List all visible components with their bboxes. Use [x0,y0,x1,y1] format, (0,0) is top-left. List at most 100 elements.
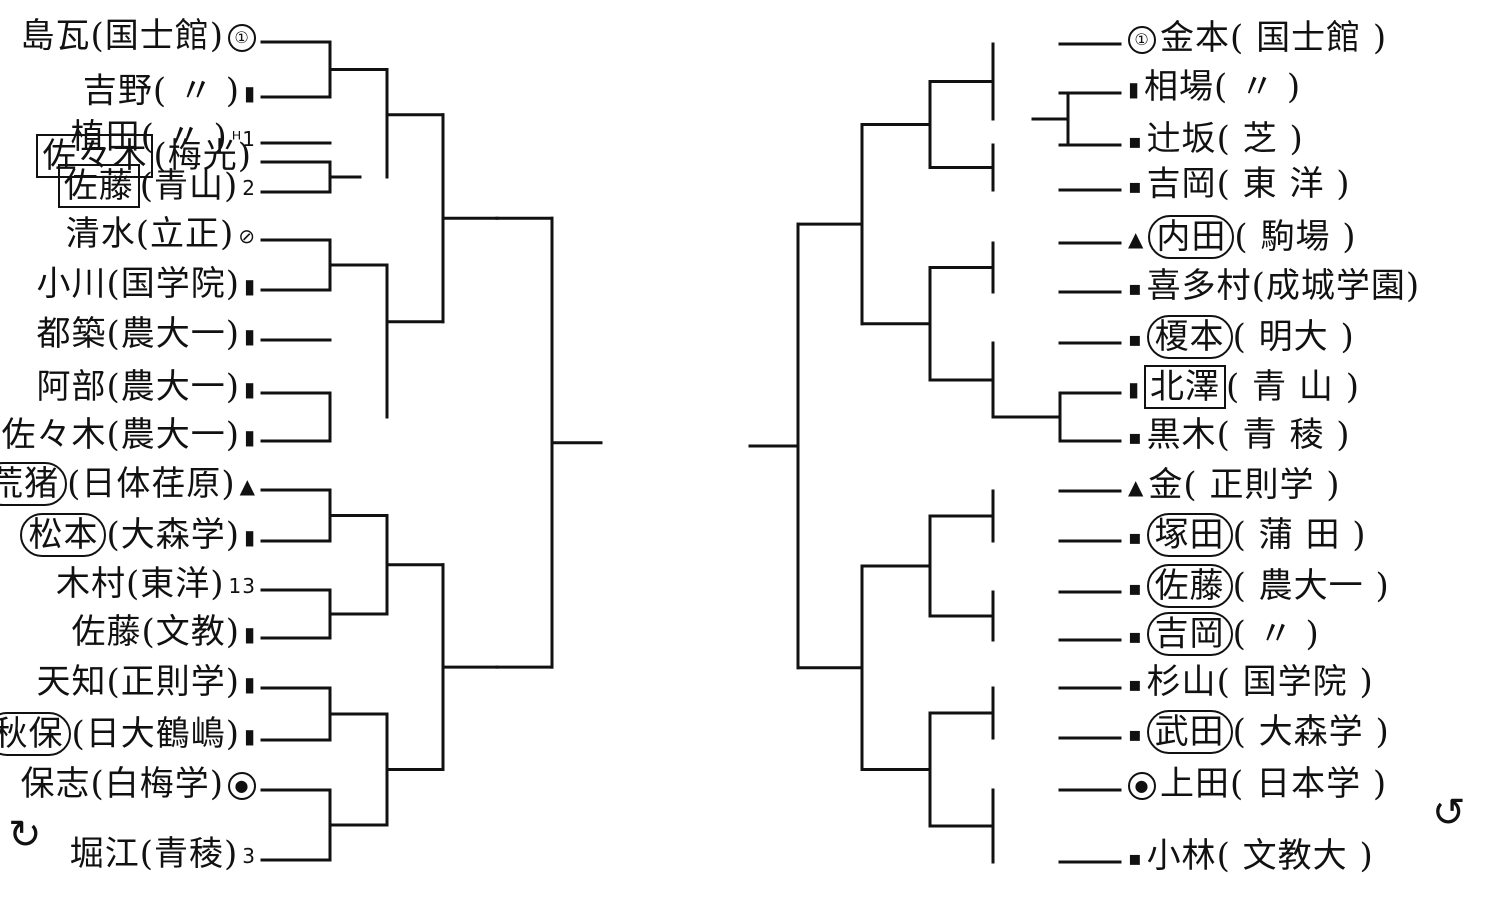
seed-mark: ▮ [243,525,256,549]
competitor-name: 金 [1148,465,1184,505]
competitor-name: 松本 [20,513,107,557]
competitor-name: 都築 [36,314,107,354]
seed-mark: ▮ [243,622,256,646]
competitor-name: 佐藤 [57,164,140,208]
competitor-name: 黒木 [1146,415,1217,455]
right-bracket-entry: ▪榎本( 明大 ) [1124,315,1355,359]
right-bracket-entry: ▪吉岡( 〃 ) [1124,612,1320,656]
seed-mark: ▪ [1128,525,1143,549]
seed-mark: ▮ [243,377,256,401]
seed-mark: ▮ [243,274,256,298]
competitor-name: 上田 [1160,764,1230,804]
competitor-school: ( 正則学 ) [1183,465,1341,505]
seed-mark: ▲ [239,474,256,498]
seed-mark: ▲ [1128,227,1145,251]
seed-mark: ▮ [243,81,256,105]
seed-mark: ▮ [1128,377,1141,401]
seed-mark: ▪ [1128,129,1143,153]
seed-mark: ▪ [1128,672,1143,696]
competitor-school: (正則学) [106,662,240,702]
seed-mark: ⊘ [238,224,256,248]
competitor-school: ( 国士館 ) [1230,18,1388,58]
competitor-name: 木村 [56,564,127,604]
seed-mark: ▪ [1128,722,1143,746]
seed-mark: ▪ [1128,276,1143,300]
right-bracket-entry: ●上田( 日本学 ) [1124,764,1387,804]
competitor-name: 相場 [1144,67,1215,107]
competitor-name: 佐藤 [71,612,142,652]
right-bracket-entry: ▪杉山( 国学院 ) [1124,662,1374,702]
competitor-name: 内田 [1148,215,1235,259]
left-bracket-entry: 秋保(日大鶴嶋)▮ [0,712,260,756]
competitor-school: (日体荏原) [67,464,236,504]
competitor-name: 植田 [70,117,141,157]
competitor-school: (文教) [141,612,240,652]
seed-mark: 3 [242,844,256,868]
competitor-name: 清水 [65,214,136,254]
competitor-school: (農大一) [106,415,240,455]
right-bracket-entry: ▪黒木( 青 稜 ) [1124,415,1351,455]
competitor-name: 佐藤 [1146,564,1233,608]
right-bracket-entry: ▲内田( 駒場 ) [1124,215,1357,259]
competitor-name: 喜多村 [1146,266,1252,306]
competitor-school: (農大一) [106,367,240,407]
left-bracket-entry: 松本(大森学)▮ [20,513,260,557]
competitor-name: 北澤 [1144,365,1227,409]
left-bracket-entry: 佐藤(文教)▮ [71,612,260,652]
right-bracket-entry: ▪喜多村(成城学園) [1124,266,1420,306]
right-bracket-entry: ▪佐藤( 農大一 ) [1124,564,1390,608]
competitor-school: (国士館) [90,16,224,56]
competitor-school: (大森学) [106,515,240,555]
competitor-name: 堀江 [69,834,140,874]
left-bracket-entry: 島瓦(国士館)① [20,16,260,56]
seed-mark: ▮ [243,724,256,748]
competitor-name: 辻坂 [1146,119,1217,159]
left-bracket-entry: 佐藤(青山)2 [57,164,260,208]
left-bracket-entry: 植田( 〃 )ᴴ1 [71,117,260,157]
left-bracket-entry: 吉野( 〃 )▮ [83,71,260,111]
competitor-school: ( 青 山 ) [1226,367,1360,407]
right-bracket-entry: ▪小林( 文教大 ) [1124,836,1374,876]
left-bracket-entry: 佐々木(梅光) [36,134,260,178]
competitor-name: 金本 [1160,18,1230,58]
competitor-name: 塚田 [1146,513,1233,557]
left-bracket-entry: 阿部(農大一)▮ [36,367,260,407]
competitor-school: ( 〃 ) [1214,67,1302,107]
right-bracket-entry: ▮相場( 〃 ) [1124,67,1301,107]
competitor-name: 吉岡 [1146,612,1233,656]
seed-mark: 13 [228,574,256,598]
left-bottom-arrow: ↻ [8,812,42,858]
competitor-school: (梅光) [153,136,252,176]
competitor-name: 天知 [36,662,107,702]
competitor-school: ( 〃 ) [140,117,228,157]
seed-mark: ▪ [1128,624,1143,648]
right-bottom-arrow: ↺ [1432,790,1466,836]
competitor-name: 小川 [36,264,107,304]
seed-mark: ① [1128,26,1156,54]
right-bracket-entry: ▮北澤( 青 山 ) [1124,365,1360,409]
left-bracket-entry: 小川(国学院)▮ [36,264,260,304]
seed-mark: ▮ [243,425,256,449]
competitor-school: ( 国学院 ) [1216,662,1374,702]
seed-mark: ▪ [1128,327,1143,351]
competitor-school: (立正) [135,214,235,254]
competitor-school: ( 文教大 ) [1216,836,1374,876]
competitor-school: (青稜) [139,834,239,874]
seed-mark: ▪ [1128,846,1143,870]
left-bracket-entry: 堀江(青稜)3 [70,834,260,874]
right-bracket-entry: ▪武田( 大森学 ) [1124,710,1390,754]
competitor-school: ( 大森学 ) [1232,712,1390,752]
competitor-name: 杉山 [1146,662,1217,702]
competitor-school: ( 農大一 ) [1232,566,1390,606]
left-bracket-entry: 佐々木(農大一)▮ [1,415,260,455]
competitor-school: (日大鶴嶋) [71,714,240,754]
seed-mark: ▮ [243,324,256,348]
competitor-name: 佐々木 [36,134,154,178]
seed-mark: ● [228,772,256,800]
competitor-school: ( 〃 ) [152,71,240,111]
competitor-name: 吉岡 [1146,164,1217,204]
competitor-school: ( 日本学 ) [1230,764,1388,804]
seed-mark: ▮ [243,672,256,696]
